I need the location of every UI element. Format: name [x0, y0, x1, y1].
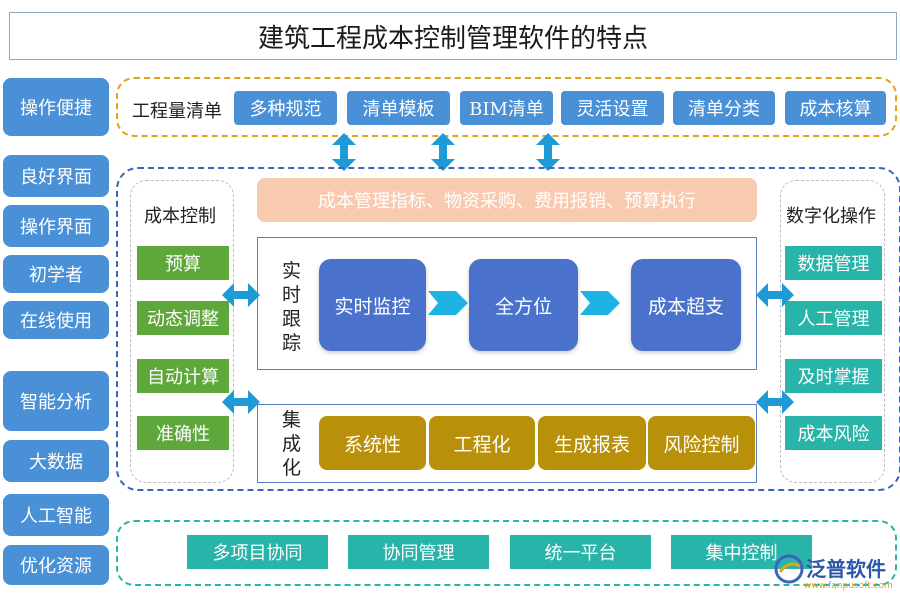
- step-all-around[interactable]: 全方位: [469, 259, 578, 351]
- digital-item-manual-management[interactable]: 人工管理: [785, 301, 882, 335]
- cost-item-auto-calc[interactable]: 自动计算: [137, 359, 229, 393]
- realtime-label-char: 踪: [282, 332, 302, 354]
- sidebar-item-beginner[interactable]: 初学者: [3, 255, 109, 293]
- integration-item-engineering[interactable]: 工程化: [429, 416, 535, 470]
- management-banner: 成本管理指标、物资采购、费用报销、预算执行: [257, 178, 757, 222]
- double-arrow-horizontal-icon: [756, 390, 794, 414]
- realtime-tracking-label: 实 时 跟 踪: [282, 259, 301, 355]
- digital-item-data-management[interactable]: 数据管理: [785, 246, 882, 280]
- integration-item-systematic[interactable]: 系统性: [319, 416, 426, 470]
- collaboration-panel: [116, 520, 897, 586]
- step-cost-overrun[interactable]: 成本超支: [631, 259, 741, 351]
- integration-label-char: 成: [282, 433, 302, 455]
- cost-item-accuracy[interactable]: 准确性: [137, 416, 229, 450]
- brand-name: 泛普软件: [806, 557, 886, 581]
- cost-control-label: 成本控制: [144, 206, 216, 227]
- integration-label-char: 集: [282, 409, 302, 431]
- brand-logo-icon: [774, 554, 804, 584]
- digital-item-cost-risk[interactable]: 成本风险: [785, 416, 882, 450]
- sidebar-item-good-interface[interactable]: 良好界面: [3, 155, 109, 197]
- top-item-flexible-settings[interactable]: 灵活设置: [561, 91, 664, 125]
- sidebar-item-online-use[interactable]: 在线使用: [3, 301, 109, 339]
- top-item-cost-accounting[interactable]: 成本核算: [785, 91, 886, 125]
- sidebar-item-ease-of-use[interactable]: 操作便捷: [3, 78, 109, 136]
- double-arrow-vertical-icon: [431, 133, 455, 171]
- realtime-label-char: 跟: [282, 308, 302, 330]
- bottom-item-unified-platform[interactable]: 统一平台: [510, 535, 651, 569]
- integration-label: 集 成 化: [282, 408, 301, 480]
- digital-item-timely-control[interactable]: 及时掌握: [785, 359, 882, 393]
- bottom-item-collab-management[interactable]: 协同管理: [348, 535, 489, 569]
- double-arrow-vertical-icon: [332, 133, 356, 171]
- realtime-label-char: 时: [282, 284, 302, 306]
- top-item-list-template[interactable]: 清单模板: [347, 91, 450, 125]
- double-arrow-vertical-icon: [536, 133, 560, 171]
- top-item-list-classification[interactable]: 清单分类: [673, 91, 775, 125]
- double-arrow-horizontal-icon: [222, 390, 260, 414]
- right-arrow-icon: [428, 291, 468, 315]
- integration-item-generate-reports[interactable]: 生成报表: [538, 416, 646, 470]
- double-arrow-horizontal-icon: [756, 283, 794, 307]
- cost-item-budget[interactable]: 预算: [137, 246, 229, 280]
- quantity-list-panel: [116, 77, 897, 137]
- brand-watermark: 泛普软件 www.fanpusoft.com: [772, 552, 896, 596]
- top-item-multiple-specs[interactable]: 多种规范: [234, 91, 337, 125]
- integration-label-char: 化: [282, 457, 302, 479]
- quantity-list-label: 工程量清单: [132, 101, 222, 122]
- step-realtime-monitoring[interactable]: 实时监控: [319, 259, 426, 351]
- sidebar-item-smart-analysis[interactable]: 智能分析: [3, 371, 109, 431]
- digital-label: 数字化操作: [786, 206, 876, 227]
- brand-url: www.fanpusoft.com: [804, 581, 893, 591]
- integration-item-risk-control[interactable]: 风险控制: [648, 416, 755, 470]
- sidebar-item-big-data[interactable]: 大数据: [3, 440, 109, 482]
- digital-panel: [780, 180, 885, 483]
- double-arrow-horizontal-icon: [222, 283, 260, 307]
- sidebar-item-optimize-resources[interactable]: 优化资源: [3, 545, 109, 585]
- cost-control-panel: [130, 180, 234, 483]
- sidebar-item-operation-interface[interactable]: 操作界面: [3, 205, 109, 247]
- bottom-item-multi-project[interactable]: 多项目协同: [187, 535, 328, 569]
- right-arrow-icon: [580, 291, 620, 315]
- top-item-bim-list[interactable]: BIM清单: [460, 91, 553, 125]
- sidebar-item-ai[interactable]: 人工智能: [3, 494, 109, 536]
- page-title: 建筑工程成本控制管理软件的特点: [9, 12, 897, 60]
- cost-item-dynamic-adjust[interactable]: 动态调整: [137, 301, 229, 335]
- realtime-label-char: 实: [282, 260, 302, 282]
